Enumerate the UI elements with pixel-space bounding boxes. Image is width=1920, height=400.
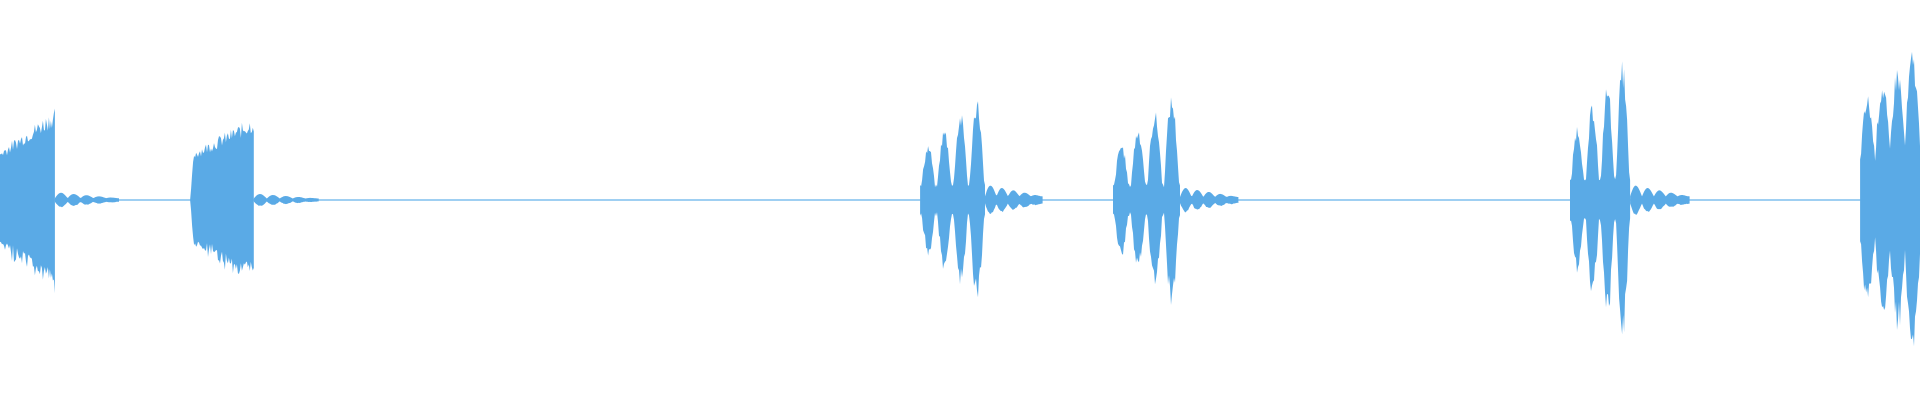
waveform-segment-4 (1570, 61, 1631, 335)
waveform-tail-2 (985, 185, 1043, 214)
waveform-segment-3 (1113, 97, 1180, 306)
waveform-tail-0 (54, 192, 119, 208)
waveform-tail-4 (1630, 185, 1690, 215)
waveform-segment-1 (190, 122, 254, 274)
waveform-tail-3 (1180, 188, 1239, 213)
waveform-tail-1 (253, 194, 319, 206)
waveform-segment-0 (0, 108, 55, 294)
waveform-segment-5 (1860, 51, 1920, 347)
waveform-segment-2 (920, 101, 985, 298)
